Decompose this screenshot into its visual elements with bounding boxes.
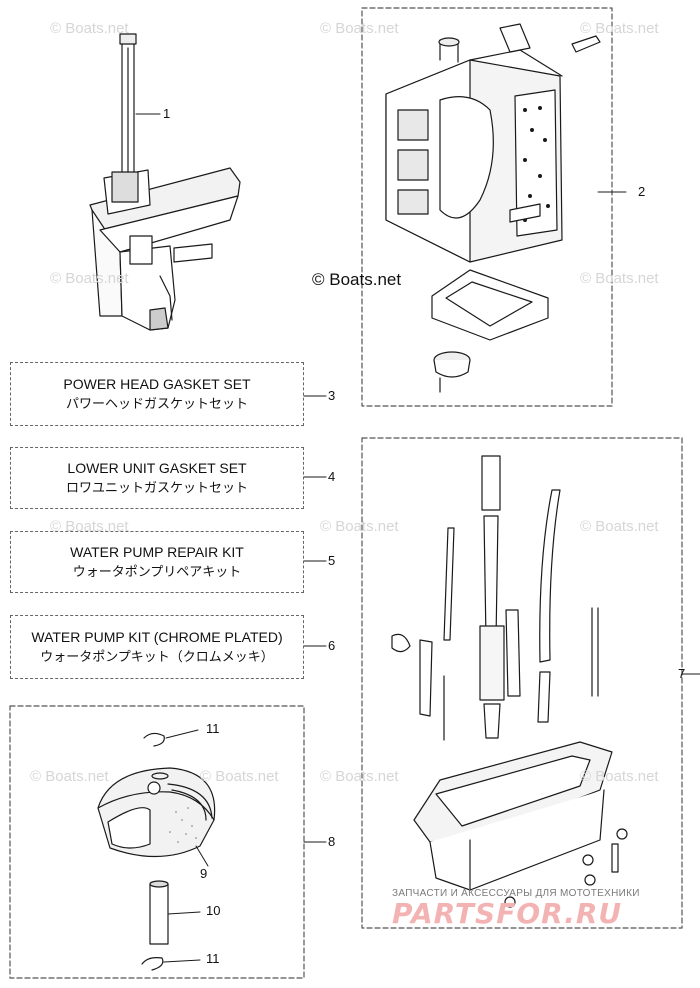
piston-kit-frame [9, 705, 305, 979]
callout-3[interactable]: 3 [328, 388, 336, 403]
watermark: © Boats.net [580, 768, 659, 785]
callout-11-top[interactable]: 11 [206, 721, 220, 736]
driveshaft-housing-drawing [391, 455, 628, 908]
piston-drawing [97, 732, 216, 971]
kit-name-en: WATER PUMP REPAIR KIT [70, 544, 244, 560]
kit-name-en: POWER HEAD GASKET SET [63, 376, 251, 392]
kit-name-en: WATER PUMP KIT (CHROME PLATED) [31, 629, 283, 645]
callout-4[interactable]: 4 [328, 469, 336, 484]
kit-name-jp: ロワユニットガスケットセット [65, 480, 248, 495]
callout-6[interactable]: 6 [328, 638, 336, 653]
brand-logo: PARTSFOR.RU [392, 897, 623, 930]
brand-watermark: ЗАПЧАСТИ И АКСЕССУАРЫ ДЛЯ МОТОТЕХНИКИ PA… [392, 888, 692, 929]
kit-water-pump-repair-kit[interactable]: WATER PUMP REPAIR KIT ウォータポンプリペアキット [10, 531, 304, 593]
callout-9[interactable]: 9 [200, 866, 208, 881]
watermark: © Boats.net [580, 270, 659, 287]
watermark: © Boats.net [30, 768, 109, 785]
kit-name-jp: ウォータポンプキット（クロムメッキ） [40, 649, 274, 664]
copyright-label: © Boats.net [312, 270, 402, 289]
callout-5[interactable]: 5 [328, 553, 336, 568]
brand-subtitle: ЗАПЧАСТИ И АКСЕССУАРЫ ДЛЯ МОТОТЕХНИКИ [392, 888, 640, 899]
exhaust-kit-frame [361, 437, 683, 929]
power-head-drawing [385, 23, 601, 393]
kit-name-jp: パワーヘッドガスケットセット [65, 396, 248, 411]
watermark: © Boats.net [50, 518, 129, 535]
kit-name-en: LOWER UNIT GASKET SET [67, 460, 247, 476]
kit-name-jp: ウォータポンプリペアキット [72, 564, 242, 579]
watermark: © Boats.net [320, 768, 399, 785]
kit-water-pump-kit-chrome[interactable]: WATER PUMP KIT (CHROME PLATED) ウォータポンプキッ… [10, 615, 304, 679]
kit-lower-unit-gasket-set[interactable]: LOWER UNIT GASKET SET ロワユニットガスケットセット [10, 447, 304, 509]
callout-1[interactable]: 1 [163, 106, 171, 121]
kit-power-head-gasket-set[interactable]: POWER HEAD GASKET SET パワーヘッドガスケットセット [10, 362, 304, 426]
callout-10[interactable]: 10 [206, 903, 221, 918]
callout-2[interactable]: 2 [638, 184, 646, 199]
watermark: © Boats.net [200, 768, 279, 785]
watermark: © Boats.net [50, 270, 129, 287]
watermark: © Boats.net [320, 518, 399, 535]
watermark: © Boats.net [50, 20, 129, 37]
lower-unit-drawing [89, 33, 241, 331]
callout-11-bottom[interactable]: 11 [206, 951, 220, 966]
watermark: © Boats.net [580, 20, 659, 37]
callout-7[interactable]: 7 [678, 666, 686, 681]
power-head-kit-frame [361, 7, 613, 407]
watermark: © Boats.net [580, 518, 659, 535]
watermark: © Boats.net [320, 20, 399, 37]
callout-8[interactable]: 8 [328, 834, 336, 849]
